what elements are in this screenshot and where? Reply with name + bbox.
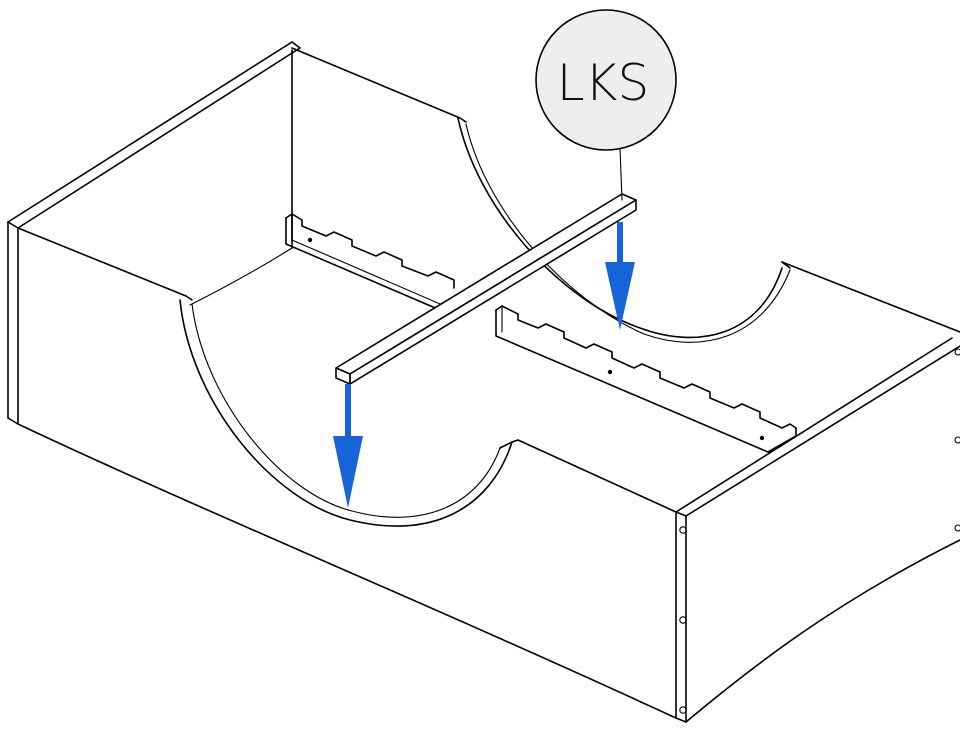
down-arrow-right xyxy=(605,222,635,330)
slat-rail-back xyxy=(285,213,455,317)
right-end-panel xyxy=(675,261,960,723)
part-callout: LKS xyxy=(535,9,677,151)
down-arrow-left xyxy=(333,384,363,508)
inner-edges xyxy=(189,123,467,306)
callout-leader-line xyxy=(619,147,623,201)
slat-rail-front xyxy=(495,305,797,453)
left-side-panel xyxy=(7,221,677,719)
callout-label: LKS xyxy=(557,54,649,112)
callout-circle xyxy=(535,9,677,151)
cross-slat xyxy=(335,193,637,385)
back-panel xyxy=(7,41,791,343)
